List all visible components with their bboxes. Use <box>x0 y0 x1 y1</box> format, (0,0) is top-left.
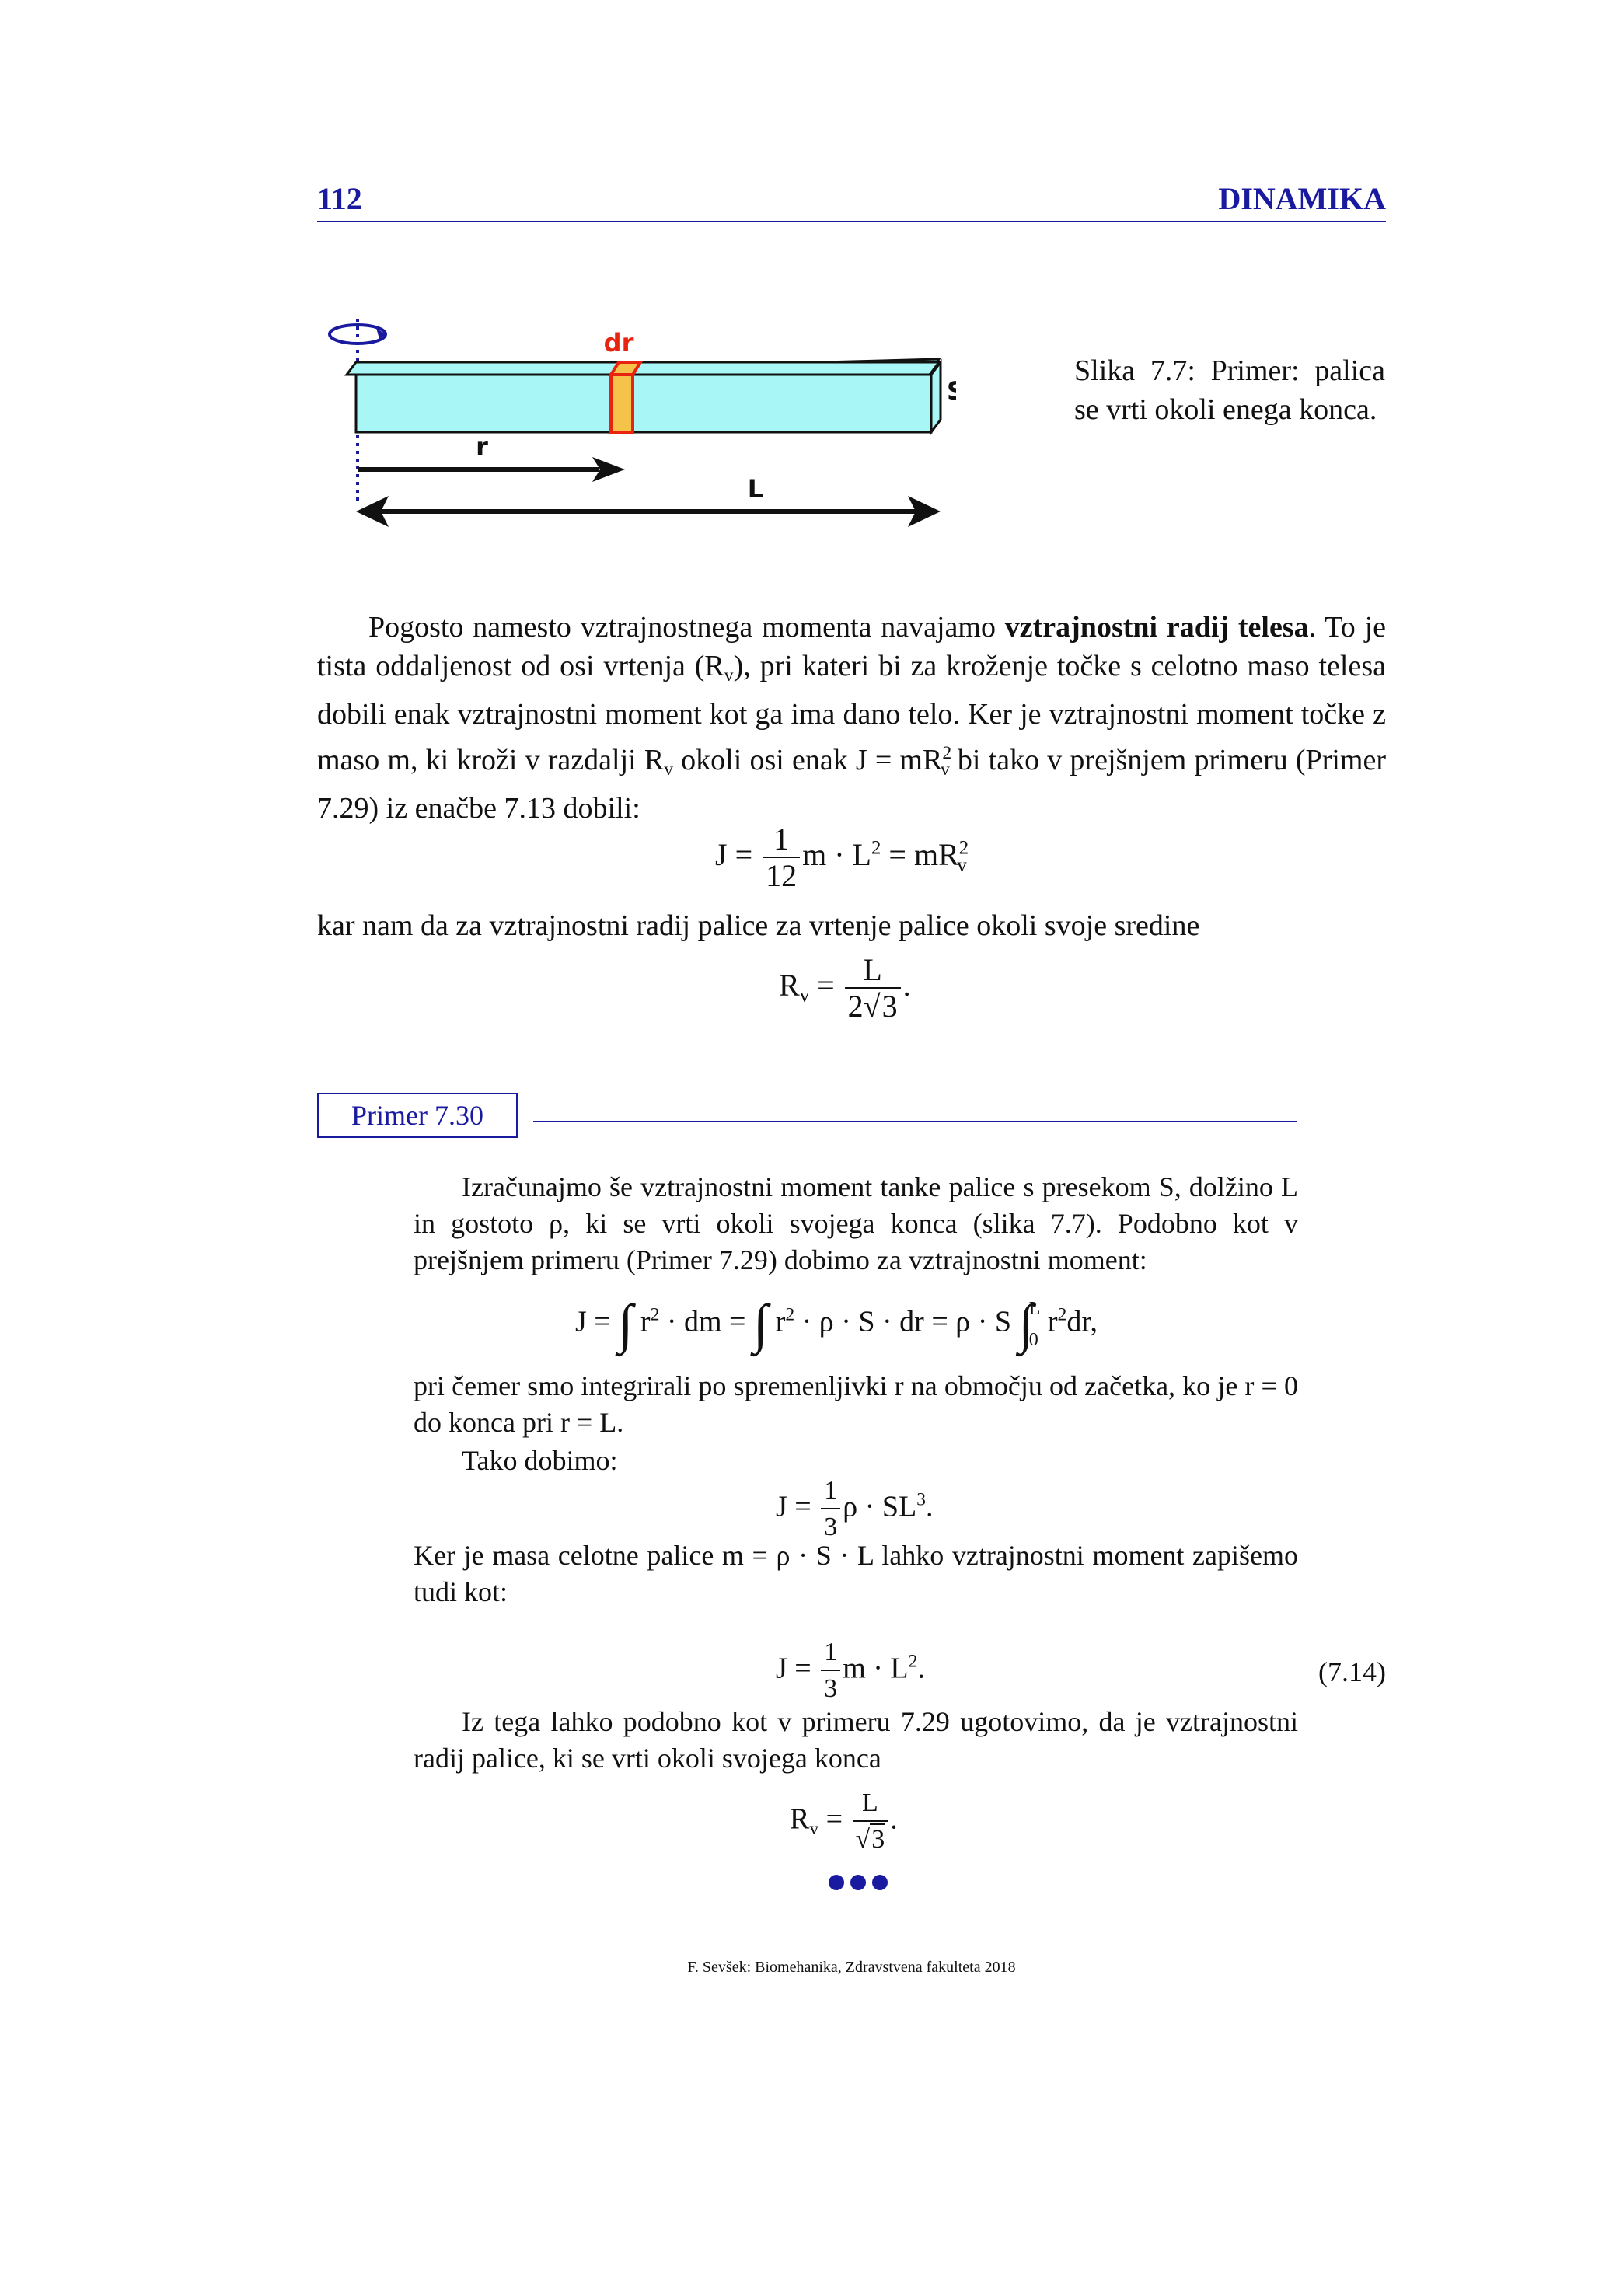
label-r: r <box>476 432 488 462</box>
end-marker-dot-1 <box>829 1875 844 1890</box>
example-rule <box>533 1121 1297 1122</box>
equation-3: J = ∫ r2 · dm = ∫ r2 · ρ · S · dr = ρ · … <box>575 1294 1098 1355</box>
label-dr: dr <box>604 328 634 358</box>
header-rule <box>317 221 1386 222</box>
intro-paragraph: Pogosto namesto vztrajnostnega momenta n… <box>317 611 1386 825</box>
rod-body <box>354 373 933 434</box>
example-paragraph-4: Ker je masa celotne palice m = ρ · S · L… <box>414 1540 1298 1607</box>
example-paragraph-5: Iz tega lahko podobno kot v primeru 7.29… <box>414 1706 1298 1774</box>
label-S: S <box>947 376 956 406</box>
equation-number-7-14: (7.14) <box>1318 1656 1386 1687</box>
label-L: L <box>748 474 763 504</box>
page-footer: F. Sevšek: Biomehanika, Zdravstvena faku… <box>687 1959 1016 1976</box>
section-title: DINAMIKA <box>1218 181 1386 216</box>
example-paragraph-3: Tako dobimo: <box>462 1445 618 1476</box>
rod-figure: dr S r L <box>328 319 956 527</box>
slice-dr <box>609 373 634 434</box>
example-label: Primer 7.30 <box>317 1093 518 1138</box>
equation-6: Rv = L√3. <box>790 1786 898 1858</box>
end-marker-dot-2 <box>850 1875 866 1890</box>
figure-caption: Slika 7.7: Primer: palica se vrti okoli … <box>1074 354 1385 426</box>
page-number: 112 <box>317 181 362 216</box>
example-paragraph-1: Izračunajmo še vztrajnostni moment tanke… <box>414 1171 1298 1275</box>
end-marker-dot-3 <box>872 1875 888 1890</box>
example-paragraph-2: pri čemer smo integrirali po spremenljiv… <box>414 1370 1298 1438</box>
intro-paragraph-2: kar nam da za vztrajnostni radij palice … <box>317 909 1200 942</box>
rod-end-face <box>930 358 942 436</box>
